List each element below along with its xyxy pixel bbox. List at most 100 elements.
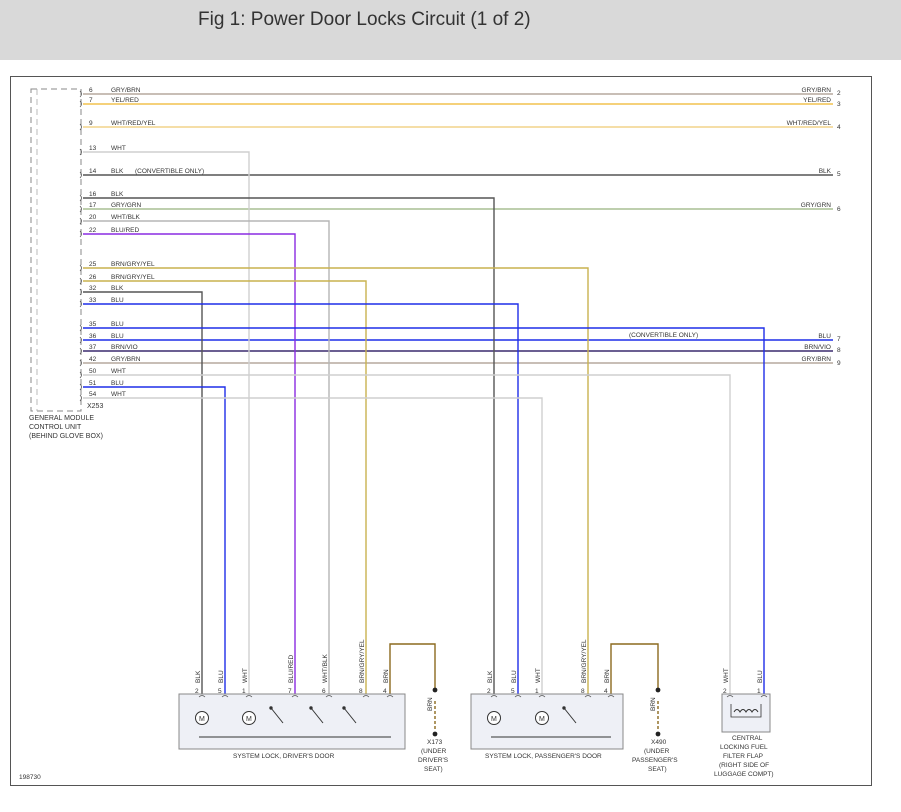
ground-2-line-4: SEAT) [648,766,667,773]
ground-2-line-2: (UNDER [644,748,670,755]
wire-module-pin-22-to-driver [83,233,296,694]
module-pin-number: 16 [89,191,97,198]
right-wire-number: 7 [837,336,841,343]
passenger-pin-number: 8 [581,688,585,695]
driver-pin-number: 8 [359,688,363,695]
fuel-flap-box [721,693,771,733]
right-note-convertible: (CONVERTIBLE ONLY) [629,332,698,339]
passenger-pin-wire-label: BLU [511,670,518,683]
module-pin-number: 6 [89,87,93,94]
driver-pin-connector [245,695,253,698]
module-pin-wire-label: YEL/RED [111,97,139,104]
passenger-pin-number: 5 [511,688,515,695]
fuel-label-line-5: LUGGAGE COMPT) [714,771,774,778]
right-wire-number: 5 [837,171,841,178]
driver-pin-number: 6 [322,688,326,695]
module-pin-wire-label: WHT [111,145,126,152]
wire-module-pin-16-to-passenger [83,197,495,694]
driver-pin-wire-label: BLK [195,670,202,683]
module-pin-wire-label: BLU [111,321,124,328]
module-pin-connector [79,336,82,344]
module-name-line-3: (BEHIND GLOVE BOX) [29,433,103,440]
module-pin-number: 33 [89,297,97,304]
module-pin-number: 54 [89,391,97,398]
passenger-pin-wire-label: BRN/GRY/YEL [581,639,588,683]
passenger-motor-2: M [535,711,549,725]
module-pin-wire-label: WHT [111,368,126,375]
passenger-pin-number: 1 [535,688,539,695]
ground-1-line-1: X173 [427,739,443,746]
module-pin-connector [79,90,82,98]
module-pin-wire-label: GRY/BRN [111,356,141,363]
driver-lock-label: SYSTEM LOCK, DRIVER'S DOOR [233,753,335,760]
module-pin-number: 17 [89,202,97,209]
passenger-pin-connector [514,695,522,698]
ground-1-wire-label: BRN [427,697,434,711]
module-box [30,88,82,412]
module-name-line-1: GENERAL MODULE [29,415,94,422]
driver-motor-1: M [195,711,209,725]
motor-symbol: M [491,716,497,723]
fuel-pin-number: 1 [757,688,761,695]
module-pin-number: 13 [89,145,97,152]
passenger-pin-wire-label: WHT [535,668,542,683]
driver-pin-number: 1 [242,688,246,695]
module-pin-connector [79,394,82,402]
module-pin-wire-label: WHT/BLK [111,214,141,221]
driver-switches [199,706,391,738]
right-wire-label: GRY/GRN [801,202,832,209]
module-pin-wire-label: BLU/RED [111,227,139,234]
module-pin-connector [79,123,82,131]
module-pin-connector [79,217,82,225]
right-wire-number: 9 [837,360,841,367]
module-pin-number: 51 [89,380,97,387]
motor-symbol: M [539,716,545,723]
passenger-motor-1: M [487,711,501,725]
module-pin-wire-label: WHT [111,391,126,398]
driver-pin-connector [221,695,229,698]
fuel-label-line-4: (RIGHT SIDE OF [719,762,769,769]
module-note-convertible: (CONVERTIBLE ONLY) [135,168,204,175]
wire-module-pin-20-to-driver [83,220,330,694]
module-pin-connector [79,359,82,367]
driver-pin-number: 5 [218,688,222,695]
module-connector-label: X253 [87,403,103,410]
module-pin-number: 25 [89,261,97,268]
right-wire-number: 2 [837,90,841,97]
module-pin-connector [79,371,82,379]
passenger-pin-connector [490,695,498,698]
fuel-label-line-3: FILTER FLAP [723,753,763,760]
ground-2-point [655,731,661,737]
module-pin-connector [79,264,82,272]
wire-module-pin-35-to-fuel [83,327,765,694]
module-pin-wire-label: BRN/VIO [111,344,138,351]
right-wire-label: BRN/VIO [804,344,831,351]
ground-1-line-3: DRIVER'S [418,757,449,764]
passenger-pin-wire-label: BLK [487,670,494,683]
module-name-line-2: CONTROL UNIT [29,424,82,431]
right-wire-number: 8 [837,347,841,354]
driver-pin-wire-label: BRN [383,669,390,683]
driver-pin-wire-label: BLU/RED [288,655,295,683]
module-pin-number: 14 [89,168,97,175]
module-pin-number: 50 [89,368,97,375]
ground-1-line-2: (UNDER [421,748,447,755]
module-pin-wire-label: WHT/RED/YEL [111,120,156,127]
wire-module-pin-25-to-passenger [83,267,589,694]
module-pin-wire-label: BLU [111,297,124,304]
right-wire-label: WHT/RED/YEL [787,120,832,127]
module-pin-connector [79,171,82,179]
driver-lock-box [178,693,406,750]
module-pin-connector [79,194,82,202]
driver-pin-connector [386,695,394,698]
driver-motor-2: M [242,711,256,725]
module-pin-number: 42 [89,356,97,363]
passenger-pin-connector [607,695,615,698]
driver-pin-wire-label: WHT/BLK [322,653,329,683]
ground-1-line-4: SEAT) [424,766,443,773]
right-wire-number: 4 [837,124,841,131]
module-pin-number: 9 [89,120,93,127]
wire-module-pin-33-to-passenger [83,303,519,694]
ground-1-point [432,731,438,737]
